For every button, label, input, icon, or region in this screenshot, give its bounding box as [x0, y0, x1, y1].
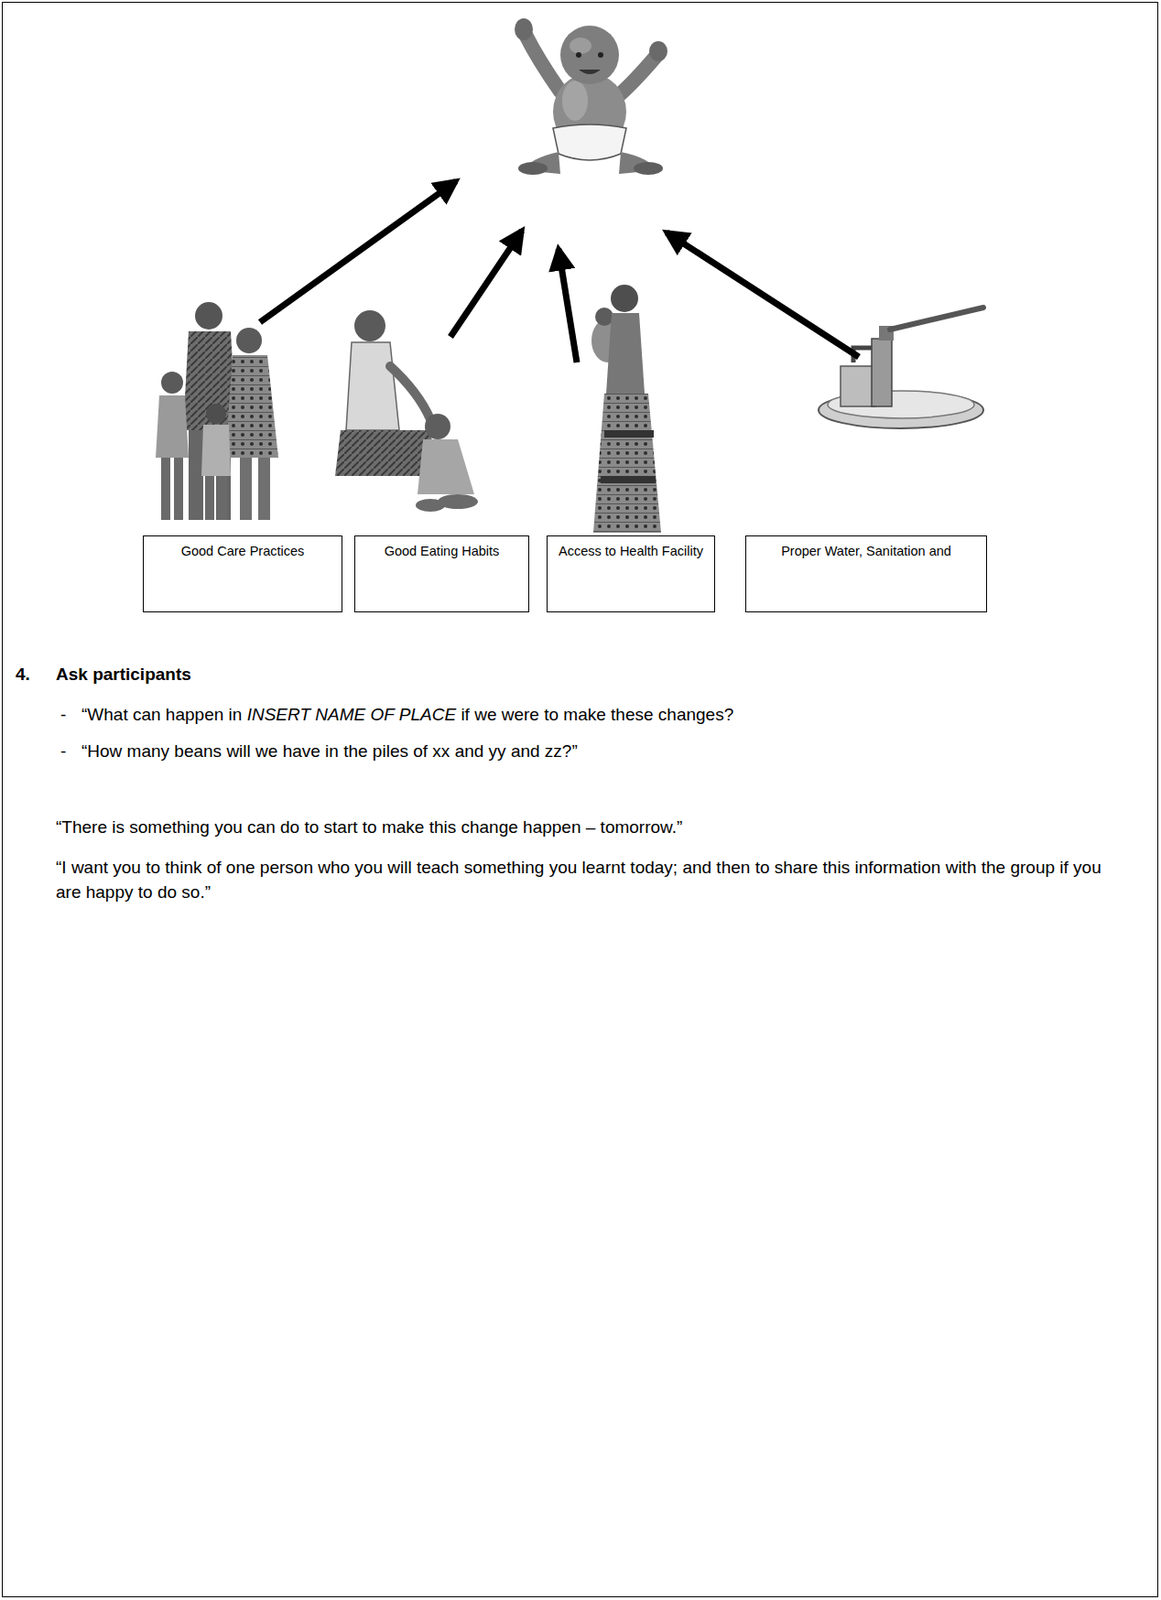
instruction-text: “I want you to think of one person who y… — [55, 855, 1109, 905]
box-label: Good Care Practices — [151, 542, 335, 561]
arrow — [260, 181, 859, 363]
box-label: Good Eating Habits — [362, 542, 521, 561]
text-line: “What can happen inINSERT NAME OF PLACEi… — [81, 703, 739, 727]
box-label: Proper Water, Sanitation and — [753, 542, 979, 561]
label-box: Access to Health Facility — [546, 535, 716, 613]
mother-figure — [591, 284, 662, 533]
label-box: Good Eating Habits — [354, 535, 530, 613]
step-heading: Ask participants — [55, 662, 192, 686]
instruction-text: “How many beans will we have in the pile… — [81, 739, 578, 763]
instruction-text: “There is something you can do to start … — [55, 815, 683, 839]
baby-figure — [514, 18, 668, 175]
instruction-text: if we were to make these changes? — [460, 703, 734, 727]
label-box: Proper Water, Sanitation and — [745, 535, 988, 613]
instruction-text: - — [60, 703, 66, 727]
feeding-figure — [335, 310, 478, 512]
instruction-text: - — [60, 739, 66, 763]
step-number: 4. — [15, 662, 31, 686]
water-pump — [818, 307, 984, 429]
box-label: Access to Health Facility — [554, 542, 707, 561]
label-box: Good Care Practices — [142, 535, 343, 613]
placeholder-text: INSERT NAME OF PLACE — [247, 703, 456, 727]
instruction-text: “What can happen in — [81, 703, 242, 727]
family-figure — [155, 302, 279, 521]
